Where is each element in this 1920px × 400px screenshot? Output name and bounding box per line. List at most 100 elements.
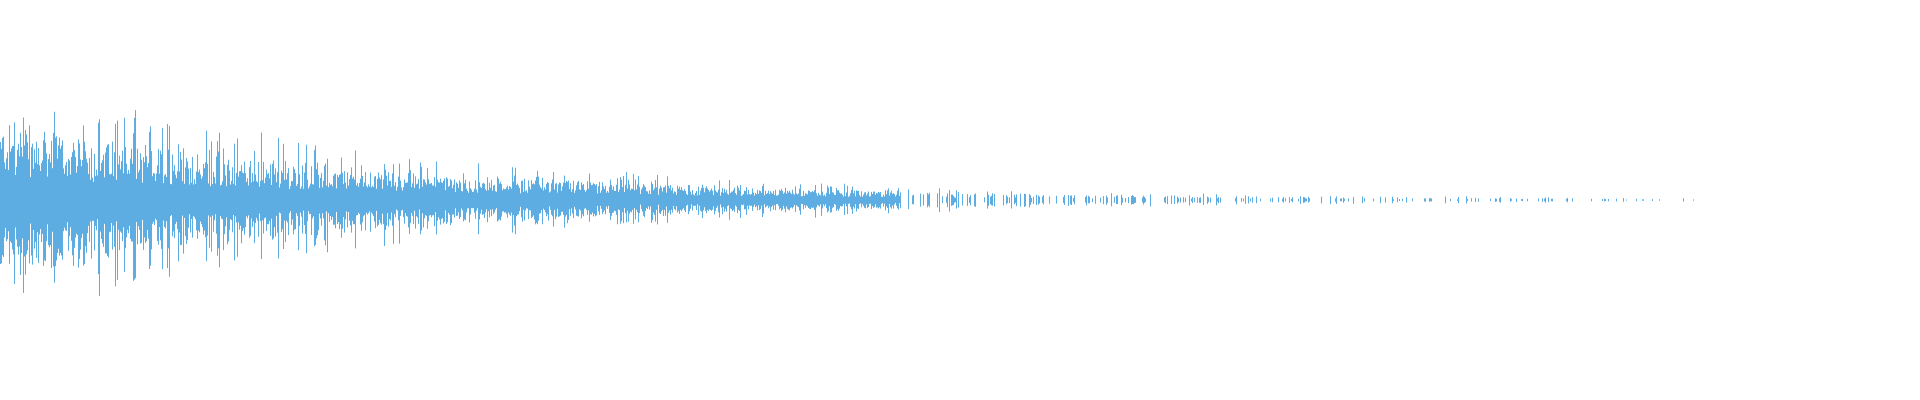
waveform-sample xyxy=(1399,199,1400,202)
waveform-sample xyxy=(13,145,14,255)
waveform-sample xyxy=(493,185,494,214)
waveform-sample xyxy=(873,191,874,208)
waveform-sample xyxy=(555,183,556,220)
waveform-sample xyxy=(118,164,119,230)
waveform-sample xyxy=(211,141,212,252)
waveform-sample xyxy=(693,194,694,206)
waveform-sample xyxy=(224,164,225,235)
waveform-sample xyxy=(984,197,985,203)
waveform-sample xyxy=(1538,198,1539,202)
waveform-sample xyxy=(645,187,646,212)
waveform-sample xyxy=(852,186,853,214)
waveform-sample xyxy=(1544,198,1545,202)
waveform-sample xyxy=(51,140,52,268)
waveform-sample xyxy=(299,174,300,226)
waveform-sample xyxy=(41,163,42,242)
waveform-sample xyxy=(263,161,264,234)
waveform-sample xyxy=(109,173,110,233)
waveform-sample xyxy=(347,172,348,228)
waveform-sample xyxy=(505,189,506,213)
waveform-sample xyxy=(1636,198,1637,202)
waveform-sample xyxy=(1199,197,1200,203)
waveform-sample xyxy=(402,190,403,210)
waveform-sample xyxy=(1445,196,1446,204)
waveform-sample xyxy=(1220,197,1221,203)
waveform-sample xyxy=(351,167,352,233)
waveform-sample xyxy=(1150,194,1151,207)
waveform-sample xyxy=(1256,196,1257,204)
waveform-sample xyxy=(1189,195,1190,206)
waveform-sample xyxy=(1521,199,1522,201)
waveform-sample xyxy=(271,184,272,219)
waveform-sample xyxy=(7,152,8,240)
waveform-sample xyxy=(323,180,324,219)
waveform-sample xyxy=(1402,198,1403,202)
waveform-sample xyxy=(344,171,345,233)
waveform-sample xyxy=(185,167,186,236)
waveform-sample xyxy=(723,192,724,207)
waveform-sample xyxy=(207,163,208,236)
waveform-sample xyxy=(432,185,433,216)
waveform-sample xyxy=(1373,198,1374,202)
waveform-sample xyxy=(266,169,267,231)
waveform-sample xyxy=(655,180,656,222)
waveform-sample xyxy=(125,146,126,249)
waveform-sample xyxy=(431,182,432,218)
waveform-sample xyxy=(1683,198,1684,202)
waveform-sample xyxy=(866,195,867,205)
waveform-sample xyxy=(173,170,174,232)
waveform-sample xyxy=(552,179,553,217)
waveform-sample xyxy=(559,182,560,217)
waveform-sample xyxy=(626,172,627,223)
waveform-sample xyxy=(726,189,727,212)
waveform-sample xyxy=(606,192,607,207)
waveform-sample xyxy=(1114,196,1115,203)
waveform-sample xyxy=(489,182,490,218)
waveform-sample xyxy=(313,184,314,217)
waveform-sample xyxy=(690,191,691,209)
waveform-sample xyxy=(608,192,609,206)
waveform-sample xyxy=(675,191,676,211)
waveform-sample xyxy=(825,196,826,205)
waveform-sample xyxy=(231,180,232,220)
waveform-sample xyxy=(850,193,851,207)
waveform-sample xyxy=(1303,197,1304,203)
waveform-sample xyxy=(1133,196,1134,205)
waveform-sample xyxy=(343,184,344,218)
waveform-sample xyxy=(223,148,224,251)
waveform-sample xyxy=(315,145,316,245)
waveform-sample xyxy=(201,178,202,224)
waveform-sample xyxy=(669,188,670,211)
waveform-sample xyxy=(0,142,1,264)
waveform-sample xyxy=(229,170,230,230)
waveform-sample xyxy=(691,194,692,205)
waveform-sample xyxy=(61,145,62,256)
waveform-sample xyxy=(1020,193,1021,207)
waveform-sample xyxy=(748,189,749,210)
waveform-sample xyxy=(145,145,146,243)
waveform-sample xyxy=(539,184,540,214)
waveform-sample xyxy=(1164,197,1165,203)
waveform-sample xyxy=(460,182,461,217)
waveform-sample xyxy=(159,173,160,227)
waveform-sample xyxy=(400,180,401,216)
waveform-sample xyxy=(1551,198,1552,202)
waveform-sample xyxy=(437,179,438,221)
waveform-sample xyxy=(842,194,843,207)
waveform-sample xyxy=(465,179,466,221)
waveform-sample xyxy=(448,186,449,213)
waveform-sample xyxy=(970,195,971,206)
waveform-sample xyxy=(96,169,97,231)
waveform-sample xyxy=(157,165,158,241)
waveform-sample xyxy=(492,190,493,210)
waveform-sample xyxy=(193,184,194,217)
waveform-sample xyxy=(699,194,700,206)
waveform-sample xyxy=(295,173,296,230)
waveform-sample xyxy=(401,187,402,211)
waveform-sample xyxy=(778,194,779,206)
waveform-sample xyxy=(1103,196,1104,205)
waveform-sample xyxy=(164,175,165,227)
waveform-sample xyxy=(937,193,938,208)
waveform-sample xyxy=(575,190,576,210)
waveform-sample xyxy=(69,160,70,237)
